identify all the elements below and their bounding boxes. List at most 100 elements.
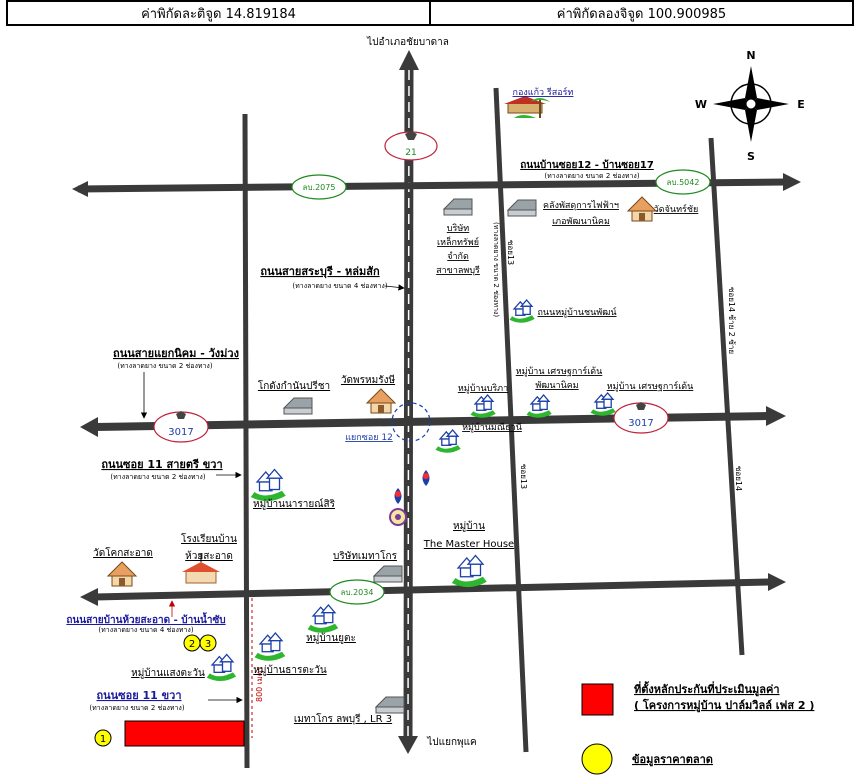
- temple-icon: [365, 388, 397, 414]
- road-3017-west-arrow: [80, 417, 98, 437]
- compass-e: E: [797, 98, 805, 111]
- label-wat-chan: วัดจันทร์ชัย: [654, 203, 698, 215]
- site-location-marker: [124, 720, 245, 747]
- label-village-saeng: หมู่บ้านแสงตะวัน: [131, 667, 205, 679]
- road-soi14: [708, 137, 745, 656]
- label-warehouse-left: โกดังกำนันปรีชา: [258, 379, 330, 392]
- road-network: [72, 50, 801, 769]
- village-icon: [470, 394, 496, 418]
- route-badge-21: 21: [384, 131, 438, 161]
- warehouse-icon: [442, 198, 473, 216]
- village-icon: [451, 554, 487, 588]
- market-marker-3: 3: [199, 634, 217, 652]
- road-label-soi13-top: ซอย13: [506, 240, 515, 265]
- route-badge-lb2034: ลบ.2034: [329, 579, 385, 605]
- label-company-steel-3: จำกัด: [447, 251, 469, 262]
- road-left-vertical: [242, 113, 250, 769]
- road-soi12-east-arrow: [783, 173, 801, 191]
- label-company-steel-1: บริษัท: [447, 223, 469, 234]
- place-icons: [106, 96, 658, 714]
- warehouse-icon: [282, 397, 313, 415]
- road-3017-east-arrow: [766, 406, 786, 426]
- seal-icon: [389, 508, 407, 526]
- legend-site-line2: ( โครงการหมู่บ้าน ปาล์ม​วิลล์ เฟส 2 ): [634, 698, 814, 713]
- compass-w: W: [695, 98, 707, 111]
- route-badge-3017-left: 3017: [153, 411, 209, 443]
- warehouse-icon: [372, 565, 403, 583]
- svg-text:ลบ.2034: ลบ.2034: [341, 588, 374, 597]
- latitude-cell: ค่าพิกัดละติจูด 14.819184: [6, 0, 431, 26]
- road-label-soi13-top-sub: (ทางลาดยาง ขนาด 2 ช่องทาง): [492, 222, 500, 317]
- junction-label: แยกซอย 12: [345, 433, 393, 443]
- legend-site-line1: ที่ตั้งหลักประกันที่ประเมินมูลค่า: [634, 681, 780, 697]
- road-label-soi11-sub: (ทางลาดยาง ขนาด 2 ช่องทาง): [89, 704, 184, 712]
- road-label-soi13-low: ซอย13: [519, 464, 528, 489]
- compass-n: N: [746, 49, 755, 62]
- label-company-steel-4: สาขาลพบุรี: [436, 265, 480, 276]
- svg-text:1: 1: [100, 734, 106, 745]
- label-warehouse-top-1: คลังพัสดุการไฟฟ้าฯ: [543, 200, 619, 211]
- route-badge-3017-right: 3017: [613, 402, 669, 434]
- legend-market-swatch: [581, 743, 613, 775]
- label-wat-huay: วัดโคกสะอาด: [93, 546, 153, 559]
- resort-icon: [504, 96, 550, 118]
- road-label-huay-sub: (ทางลาดยาง ขนาด 4 ช่องทาง): [98, 626, 193, 634]
- road-2034-west-arrow: [80, 588, 98, 606]
- road-label-nikhom-sub: (ทางลาดยาง ขนาด 2 ช่องทาง): [117, 362, 212, 370]
- label-company-steel-2: เหล็กทรัพย์: [437, 235, 479, 248]
- warehouse-icon: [374, 696, 405, 714]
- route-21-text: 21: [405, 148, 416, 158]
- svg-text:3017: 3017: [628, 418, 653, 429]
- warehouse-icon: [506, 199, 537, 217]
- compass-s: S: [747, 150, 755, 163]
- longitude-cell: ค่าพิกัดลองจิจูด 100.900985: [431, 0, 854, 26]
- road-label-soi11-right-sub: (ทางลาดยาง ขนาด 2 ช่องทาง): [110, 473, 205, 481]
- svg-text:2: 2: [189, 639, 195, 650]
- road-label-soi14-top: ซอย14 ซ้าย 2 ซ้าย: [727, 287, 736, 354]
- label-village-master-1: หมู่บ้าน: [453, 520, 485, 532]
- label-warehouse-top-2: เภอพัฒนานิคม: [552, 216, 610, 227]
- garuda-icon: [176, 411, 186, 419]
- road-label-main: ถนนสายสระบุรี - หล่มสัก: [260, 265, 380, 279]
- label-village-borika: หมู่บ้านบริภา: [458, 383, 508, 394]
- svg-text:3: 3: [205, 639, 211, 650]
- school-icon: [182, 553, 220, 584]
- village-icon: [590, 392, 616, 416]
- gas-station-icon: [422, 470, 430, 486]
- label-wat-phrom: วัดพรหมรังษี: [341, 374, 396, 386]
- svg-text:ลบ.2075: ลบ.2075: [303, 183, 336, 192]
- svg-text:3017: 3017: [168, 427, 193, 438]
- market-marker-1: 1: [94, 729, 112, 747]
- label-village-ekkarat1-1: หมู่บ้าน เศรษฐการ์เด้น: [516, 365, 603, 377]
- road-label-nikhom: ถนนสายแยกนิคม - วังม่วง: [113, 347, 239, 360]
- village-icon: [254, 632, 286, 661]
- label-village-yuta: หมู่บ้านยูตะ: [306, 632, 356, 644]
- highway-21: [403, 65, 414, 743]
- label-village-manee: หมู่บ้านมณีธานี: [462, 422, 522, 433]
- market-marker-2: 2: [183, 634, 201, 652]
- label-village-ekkarat2: หมู่บ้าน เศรษฐการ์เด้น: [607, 380, 694, 392]
- label-mbt-lr3: เมทาโกร ลพบุรี , LR 3: [294, 712, 392, 725]
- label-village-dhara: หมู่บ้านธารตะวัน: [253, 664, 327, 676]
- label-school-1: โรงเรียนบ้าน: [181, 532, 237, 545]
- label-kongkaew: กองแก้ว รีสอร์ท: [513, 86, 574, 98]
- route-badge-lb5042: ลบ.5042: [655, 169, 711, 195]
- road-label-soi11-right: ถนนซอย 11 สายตรี ขวา: [101, 458, 222, 471]
- highway-north-arrow: [399, 50, 419, 70]
- svg-text:ลบ.5042: ลบ.5042: [667, 178, 700, 187]
- road-label-soi11: ถนนซอย 11 ขวา: [96, 689, 181, 702]
- gas-station-icon: [394, 488, 402, 504]
- label-village-chon: ถนนหมู่บ้านชนพัฒน์: [537, 306, 616, 318]
- junction-soi12-circle: [391, 402, 431, 442]
- label-village-master-2: The Master House: [423, 539, 514, 550]
- label-village-narayan: หมู่บ้านนารายณ์สิริ: [253, 498, 336, 510]
- village-icon: [250, 468, 286, 502]
- direction-south: ไปแยกพุแค: [426, 736, 476, 748]
- compass-rose-icon: N S W E: [695, 49, 805, 163]
- garuda-icon: [636, 402, 646, 410]
- village-icon: [435, 429, 461, 453]
- village-icon: [307, 604, 339, 633]
- road-label-soi14-low: ซอย14: [734, 466, 743, 491]
- temple-icon: [626, 196, 658, 222]
